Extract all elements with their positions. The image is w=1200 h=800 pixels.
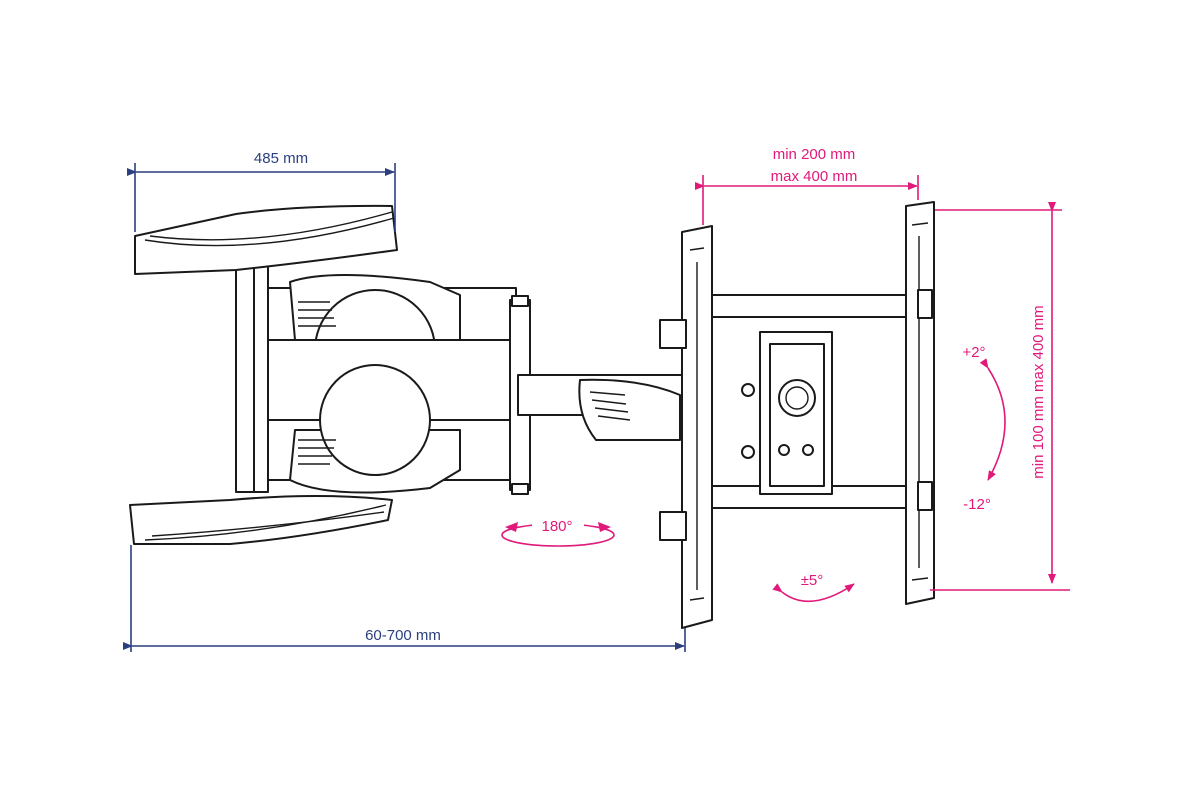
dimension-vesa-horizontal: min 200 mm max 400 mm	[695, 146, 919, 225]
rotation-angle-label: ±5°	[801, 572, 824, 589]
rotation-indicator: ±5°	[772, 572, 855, 603]
rotation-arrow-icon	[772, 583, 855, 603]
swivel-angle-label: 180°	[541, 518, 572, 535]
dimension-vesa-vertical: min 100 mm max 400 mm	[930, 202, 1070, 591]
vesa-horizontal-min-label: min 200 mm	[773, 146, 856, 163]
arm-lower	[267, 364, 517, 494]
tilt-up-label: +2°	[962, 344, 985, 361]
tilt-arrow-icon	[979, 358, 1006, 481]
vesa-frame	[659, 201, 935, 629]
swivel-indicator: 180°	[501, 514, 615, 547]
vesa-vertical-label: min 100 mm max 400 mm	[1030, 305, 1047, 478]
tilt-down-label: -12°	[963, 496, 991, 513]
tilt-indicator: +2° -12°	[962, 344, 1006, 513]
wall-plate-width-label: 485 mm	[254, 150, 308, 167]
swivel-arrow-icon	[598, 522, 611, 532]
swivel-arrow-icon	[505, 522, 518, 532]
vesa-horizontal-max-label: max 400 mm	[771, 168, 858, 185]
extension-range-label: 60-700 mm	[365, 627, 441, 644]
dimension-extension-range: 60-700 mm	[123, 545, 686, 652]
dimension-wall-plate-width: 485 mm	[127, 150, 396, 232]
arm-middle	[517, 374, 689, 441]
